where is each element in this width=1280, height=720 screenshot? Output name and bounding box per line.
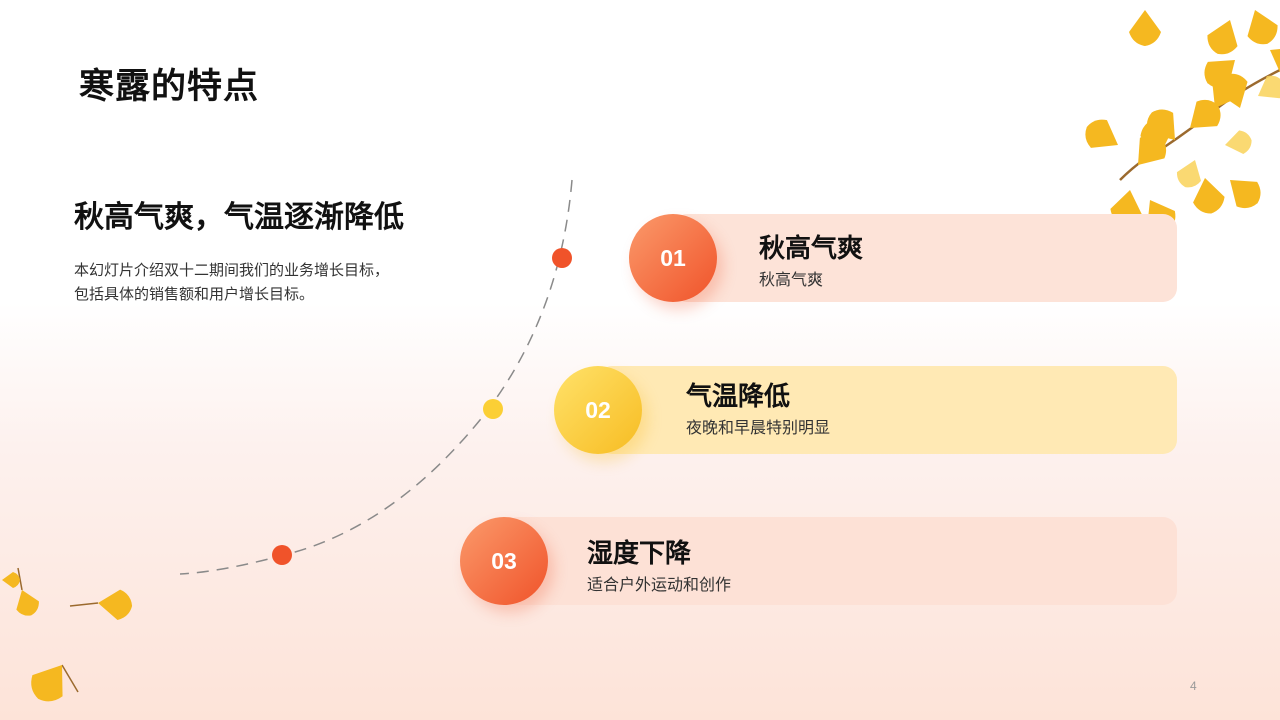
timeline-dot-3 xyxy=(272,545,292,565)
page-number: 4 xyxy=(1190,679,1197,693)
feature-title-3: 湿度下降 xyxy=(587,539,692,569)
feature-bar-1 xyxy=(673,214,1177,302)
ginkgo-leaves-bottom-left xyxy=(2,567,134,710)
feature-number-badge-1: 01 xyxy=(629,214,717,302)
feature-bar-2 xyxy=(598,366,1177,454)
ginkgo-branch-top-right xyxy=(1078,4,1280,240)
slide-title: 寒露的特点 xyxy=(79,67,260,107)
feature-bar-3 xyxy=(504,517,1177,605)
feature-subtitle-2: 夜晚和早晨特别明显 xyxy=(686,418,831,437)
slide-description: 本幻灯片介绍双十二期间我们的业务增长目标，包括具体的销售额和用户增长目标。 xyxy=(74,261,390,303)
feature-number-badge-2: 02 xyxy=(554,366,642,454)
slide-subtitle: 秋高气爽，气温逐渐降低 xyxy=(74,200,404,235)
feature-title-1: 秋高气爽 xyxy=(759,234,864,264)
timeline-dot-2 xyxy=(483,399,503,419)
feature-subtitle-1: 秋高气爽 xyxy=(759,270,824,289)
feature-title-2: 气温降低 xyxy=(686,382,791,412)
feature-number-badge-3: 03 xyxy=(460,517,548,605)
timeline-dashed-path xyxy=(179,179,573,575)
feature-item-3: 03 湿度下降 适合户外运动和创作 xyxy=(460,517,1177,605)
feature-item-1: 01 秋高气爽 秋高气爽 xyxy=(629,214,1177,302)
timeline-dot-1 xyxy=(552,248,572,268)
feature-subtitle-3: 适合户外运动和创作 xyxy=(587,575,732,594)
feature-item-2: 02 气温降低 夜晚和早晨特别明显 xyxy=(554,366,1177,454)
